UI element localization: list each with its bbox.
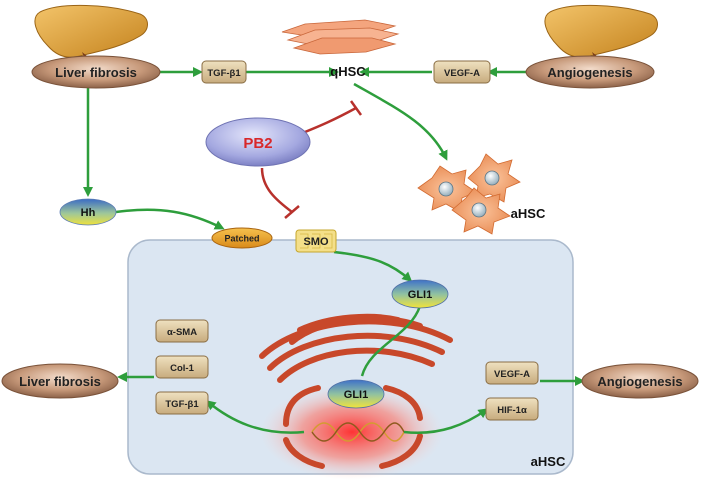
svg-text:HIF-1α: HIF-1α (497, 405, 527, 416)
arrow-nucleus-to-tgf (205, 400, 305, 434)
activation-arrows (83, 67, 585, 434)
arrow-qhsc-to-ahsc (353, 82, 448, 161)
node-pb2: PB2 (205, 117, 311, 167)
liver-icon-right (544, 4, 658, 62)
svg-text:α-SMA: α-SMA (167, 327, 197, 338)
target-hif-1a: HIF-1α (485, 397, 539, 421)
inhibit-pb2-to-smo (260, 167, 293, 213)
dna-icon (311, 422, 405, 442)
svg-text:GLI1: GLI1 (408, 289, 432, 301)
svg-text:VEGF-A: VEGF-A (494, 369, 530, 380)
svg-text:Angiogenesis: Angiogenesis (597, 374, 682, 389)
qhsc-cells-icon (281, 19, 400, 55)
node-liver-fibrosis-top: Liver fibrosis (31, 55, 161, 89)
target-col-1: Col-1 (155, 355, 209, 379)
inhibit-pb2-to-qhsc (299, 106, 357, 136)
svg-text:SMO: SMO (303, 236, 329, 248)
svg-text:Hh: Hh (81, 207, 96, 219)
node-angiogenesis-top: Angiogenesis (525, 55, 655, 89)
label-ahsc-cell: aHSC (531, 454, 566, 469)
liver-icon-left (34, 4, 148, 62)
target-vegf-a: VEGF-A (485, 361, 539, 385)
endoplasmic-reticulum-icon (259, 313, 453, 383)
svg-text:TGF-β1: TGF-β1 (207, 68, 241, 79)
node-gli1-cytoplasm: GLI1 (391, 279, 449, 309)
node-patched: Patched (211, 227, 273, 249)
label-qhsc: qHSC (330, 64, 366, 79)
svg-text:TGF-β1: TGF-β1 (165, 399, 199, 410)
arrow-hh-to-patched (115, 208, 225, 230)
arrow-smo-to-gli1 (333, 250, 413, 283)
target-alpha-sma: α-SMA (155, 319, 209, 343)
arrow-nucleus-to-hif (403, 408, 489, 434)
svg-text:Patched: Patched (224, 234, 259, 244)
output-angiogenesis: Angiogenesis (581, 363, 699, 399)
label-ahsc-outside: aHSC (511, 206, 546, 221)
node-tgf-b1-top: TGF-β1 (201, 60, 247, 84)
target-tgf-b1: TGF-β1 (155, 391, 209, 415)
svg-text:GLI1: GLI1 (344, 389, 368, 401)
svg-text:Angiogenesis: Angiogenesis (547, 65, 632, 80)
svg-text:VEGF-A: VEGF-A (444, 68, 480, 79)
svg-text:Liver fibrosis: Liver fibrosis (19, 374, 101, 389)
node-vegf-a-top: VEGF-A (433, 60, 491, 84)
svg-text:Col-1: Col-1 (170, 363, 194, 374)
svg-text:Liver fibrosis: Liver fibrosis (55, 65, 137, 80)
arrow-gli1-to-nucleus (360, 305, 422, 377)
ahsc-cells-icon (417, 153, 521, 235)
output-liver-fibrosis: Liver fibrosis (1, 363, 119, 399)
node-gli1-nucleus: GLI1 (327, 379, 385, 409)
node-smo: SMO (295, 229, 337, 253)
nuclear-envelope-icon (283, 385, 423, 469)
node-hh: Hh (59, 198, 117, 226)
svg-text:PB2: PB2 (243, 135, 272, 152)
nucleus-glow (260, 384, 444, 480)
